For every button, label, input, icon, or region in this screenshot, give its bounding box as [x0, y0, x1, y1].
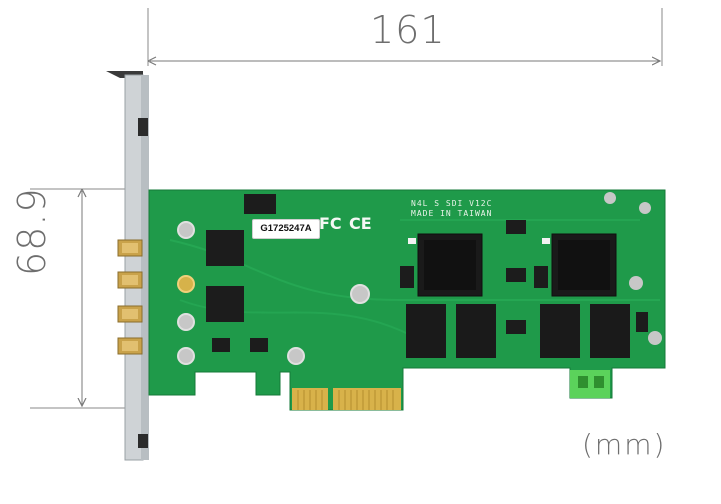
ce-mark: CE: [349, 214, 372, 233]
width-dimension-label: 161: [370, 8, 446, 52]
sdi-connectors: [117, 239, 143, 355]
pci-bracket: [106, 71, 149, 461]
sdi-connector: [117, 337, 143, 355]
pcie-edge-connector: [292, 388, 401, 410]
model-silkscreen: N4L S SDI V12C: [411, 199, 493, 208]
fcc-mark: FC: [319, 214, 342, 233]
ic-chips: [206, 194, 648, 358]
width-dimension: [147, 8, 663, 66]
sdi-connector: [117, 305, 143, 323]
serial-number-sticker: G1725247A: [252, 219, 320, 239]
terminal-hole: [578, 376, 588, 388]
origin-silkscreen: MADE IN TAIWAN: [411, 209, 493, 218]
terminal-hole: [594, 376, 604, 388]
sdi-connector: [117, 239, 143, 257]
mounting-holes: [177, 192, 662, 365]
height-dimension-label: 68.9: [10, 187, 54, 276]
unit-label: (mm): [582, 428, 667, 461]
sdi-connector: [117, 271, 143, 289]
pcb-board: [148, 189, 666, 411]
